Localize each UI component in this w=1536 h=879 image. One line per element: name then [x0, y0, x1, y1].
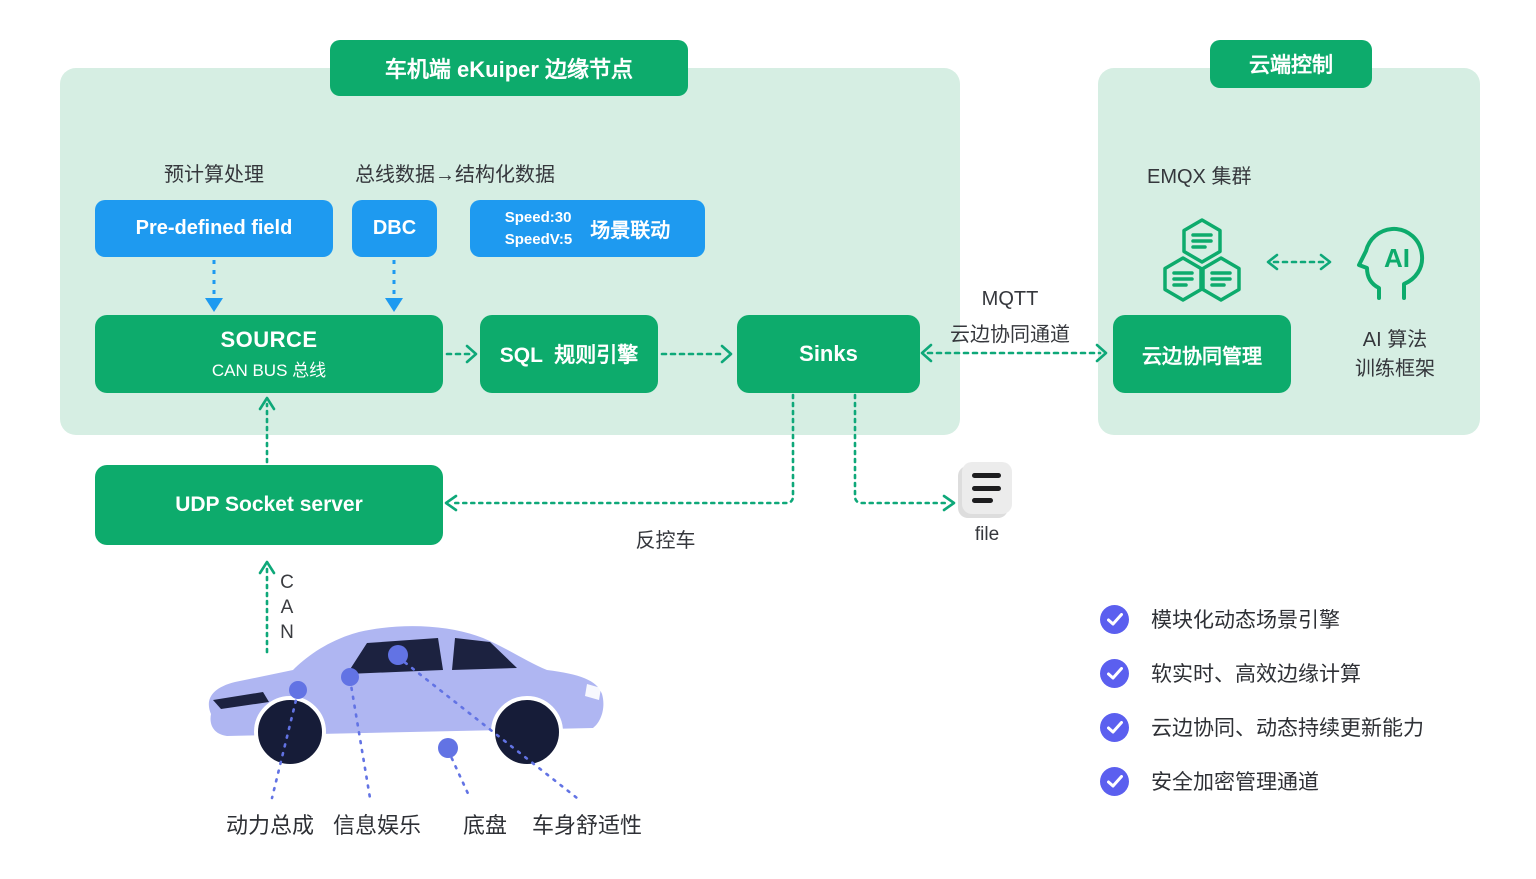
source-subtitle: CAN BUS 总线	[211, 361, 327, 380]
ai-head-icon: AI	[1357, 226, 1425, 300]
speed-value-2: SpeedV:5	[504, 230, 573, 248]
car-illustration	[208, 626, 604, 768]
ai-icon-text: AI	[1384, 243, 1410, 273]
file-icon-sheet	[962, 462, 1012, 514]
cloud-edge-mgmt-box: 云边协同管理	[1113, 315, 1291, 393]
reverse-control-label: 反控车	[635, 530, 696, 552]
feature-item: 软实时、高效边缘计算	[1100, 654, 1536, 692]
arrowhead-file	[942, 494, 956, 512]
sinks-box: Sinks	[737, 315, 920, 393]
precompute-label: 预计算处理	[164, 164, 264, 186]
scene-linkage-box: Speed:30 SpeedV:5 场景联动	[470, 200, 705, 257]
ai-framework-line1: AI 算法	[1362, 329, 1428, 351]
arrowhead-udp	[444, 494, 458, 512]
source-box: SOURCE CAN BUS 总线	[95, 315, 443, 393]
speed-values: Speed:30 SpeedV:5	[505, 207, 573, 251]
ai-framework-label: AI 算法 训练框架	[1335, 326, 1455, 384]
file-icon	[958, 462, 1012, 518]
check-icon	[1100, 604, 1129, 634]
feature-item: 安全加密管理通道	[1100, 762, 1536, 800]
can-letter-a: A	[280, 597, 294, 618]
car-label-infotainment: 信息娱乐	[332, 813, 421, 838]
can-bus-label: C A N	[276, 570, 298, 645]
dbc-box: DBC	[352, 200, 437, 257]
check-icon	[1100, 658, 1129, 688]
sql-rule-engine-box: SQL 规则引擎	[480, 315, 658, 393]
cloud-edge-channel-label: 云边协同通道	[950, 324, 1070, 346]
can-letter-c: C	[280, 572, 294, 593]
car-label-comfort: 车身舒适性	[531, 813, 642, 838]
mqtt-label: MQTT	[981, 288, 1039, 310]
ai-framework-line2: 训练框架	[1355, 358, 1435, 380]
source-title: SOURCE	[220, 327, 318, 352]
check-icon	[1100, 712, 1129, 742]
feature-item: 模块化动态场景引擎	[1100, 600, 1536, 638]
check-icon	[1100, 766, 1129, 796]
scene-linkage-label: 场景联动	[590, 220, 671, 242]
speed-value-1: Speed:30	[504, 208, 572, 226]
feature-text: 模块化动态场景引擎	[1151, 609, 1340, 632]
car-label-powertrain: 动力总成	[225, 813, 314, 838]
emqx-cluster-label: EMQX 集群	[1147, 166, 1252, 188]
feature-item: 云边协同、动态持续更新能力	[1100, 708, 1536, 746]
feature-text: 软实时、高效边缘计算	[1151, 663, 1361, 686]
emqx-cluster-icon	[1163, 218, 1241, 302]
udp-socket-server-box: UDP Socket server	[95, 465, 443, 545]
predefined-field-box: Pre-defined field	[95, 200, 333, 257]
bus-data-label: 总线数据→结构化数据	[355, 164, 555, 186]
cloud-panel-title: 云端控制	[1210, 40, 1372, 88]
feature-text: 安全加密管理通道	[1151, 771, 1319, 794]
feature-list: 模块化动态场景引擎 软实时、高效边缘计算 云边协同、动态持续更新能力 安全加密管…	[1100, 600, 1536, 816]
file-label: file	[974, 524, 1000, 545]
feature-text: 云边协同、动态持续更新能力	[1151, 717, 1424, 740]
edge-panel-title: 车机端 eKuiper 边缘节点	[330, 40, 688, 96]
can-letter-n: N	[280, 622, 294, 643]
arrowhead-can-up	[258, 560, 276, 575]
car-label-chassis: 底盘	[462, 813, 507, 838]
